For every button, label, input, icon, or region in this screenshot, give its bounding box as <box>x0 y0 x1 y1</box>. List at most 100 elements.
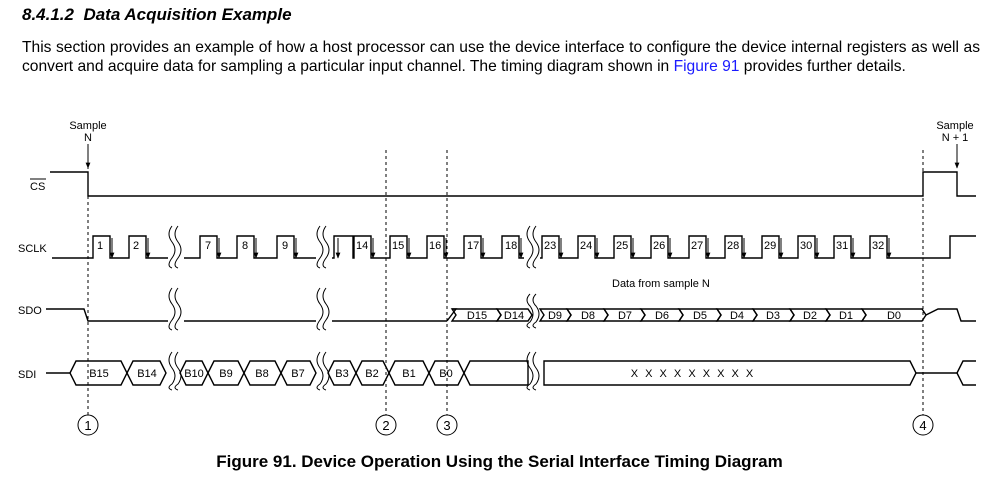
sdi-bit: B15 <box>89 368 109 380</box>
sclk-label-item: 7 <box>205 240 211 252</box>
marker-number: 4 <box>919 418 926 433</box>
sclk-seg-d <box>540 235 976 259</box>
marker-lines <box>87 150 924 415</box>
sclk-label-item: 14 <box>356 240 368 252</box>
sdi-bus-seg-2 <box>126 360 167 386</box>
sdi-bit: B0 <box>439 368 452 380</box>
sclk-label-item: 30 <box>800 240 812 252</box>
sclk-seg-c <box>332 235 524 259</box>
break-symbol <box>526 351 540 391</box>
sclk-label-item: 1 <box>97 240 103 252</box>
sclk-label-item: 2 <box>133 240 139 252</box>
sdo-bit: D7 <box>618 310 632 322</box>
sdo-bus-seg-12 <box>860 308 927 322</box>
sclk-label-item: 25 <box>616 240 628 252</box>
sdo-waveform <box>46 308 976 322</box>
sclk-label-item: 26 <box>653 240 665 252</box>
sclk-label-item: 27 <box>691 240 703 252</box>
sdi-waveform <box>46 360 976 386</box>
sdo-bit: D8 <box>581 310 595 322</box>
sdo-tail <box>925 308 976 322</box>
sclk-label: SCLK <box>18 243 47 255</box>
sdo-bit: D15 <box>467 310 487 322</box>
marker-number: 1 <box>84 418 91 433</box>
sdo-bit: D0 <box>887 310 901 322</box>
sample-n-label-line2: N <box>84 132 92 144</box>
sdi-bit: B9 <box>219 368 232 380</box>
sclk-label-item: 29 <box>764 240 776 252</box>
break-symbol <box>316 351 330 391</box>
sdi-label: SDI <box>18 369 36 381</box>
sdi-bit: B3 <box>335 368 348 380</box>
sclk-label-item: 18 <box>505 240 517 252</box>
marker-number: 2 <box>382 418 389 433</box>
sclk-label-item: 15 <box>392 240 404 252</box>
sdi-bit: B10 <box>184 368 204 380</box>
marker-circle-3 <box>436 414 458 436</box>
sdi-bus-seg-12 <box>543 360 917 386</box>
section-heading: 8.4.1.2 Data Acquisition Example <box>22 5 292 25</box>
sclk-seg-a <box>52 235 168 259</box>
section-number: 8.4.1.2 <box>22 5 74 24</box>
sclk-label-item: 24 <box>580 240 592 252</box>
break-symbol <box>316 225 330 269</box>
sdo-bit: D9 <box>548 310 562 322</box>
sdo-note: Data from sample N <box>612 278 710 290</box>
sdo-bus-seg-2 <box>495 308 533 322</box>
break-symbol <box>168 287 182 331</box>
sdo-bit: D14 <box>504 310 524 322</box>
marker-circle-2 <box>375 414 397 436</box>
cs-waveform <box>50 171 976 197</box>
break-symbol <box>316 287 330 331</box>
sdi-tail-bottom <box>956 372 976 386</box>
break-symbol <box>526 293 540 329</box>
sample-n1-label-line2: N + 1 <box>942 132 969 144</box>
sdi-bit: B7 <box>291 368 304 380</box>
sdi-dont-care: X X X X X X X X X <box>631 368 755 380</box>
sclk-label-item: 8 <box>242 240 248 252</box>
sdi-bus-seg-6 <box>280 360 317 386</box>
figure-91-link[interactable]: Figure 91 <box>673 58 740 75</box>
sclk-label-item: 28 <box>727 240 739 252</box>
sdo-label: SDO <box>18 305 42 317</box>
intro-paragraph: This section provides an example of how … <box>22 38 980 76</box>
sclk-seg-b <box>184 235 316 259</box>
sclk-label-item: 16 <box>429 240 441 252</box>
marker-circle-4 <box>912 414 934 436</box>
sdo-bits: D15 D14 D9 D8 D7 D6 D5 D4 D3 D2 D1 D0 <box>467 310 901 322</box>
break-symbol <box>526 225 540 269</box>
sdi-bit: B8 <box>255 368 268 380</box>
sdi-bits: B15 B14 B10 B9 B8 B7 B3 B2 B1 B0 <box>89 368 453 380</box>
sdo-bit: D1 <box>839 310 853 322</box>
sdi-bus-seg-11 <box>463 360 529 386</box>
sdo-seg-a <box>46 308 168 322</box>
sclk-label-item: 9 <box>282 240 288 252</box>
sdo-bit: D2 <box>803 310 817 322</box>
intro-text: This section provides an example of how … <box>22 39 980 75</box>
marker-circles <box>77 414 934 436</box>
figure-caption: Figure 91. Device Operation Using the Se… <box>216 452 783 471</box>
sdo-bit: D6 <box>655 310 669 322</box>
sclk-edge-arrows <box>109 238 892 259</box>
sdo-bit: D3 <box>766 310 780 322</box>
sdi-bit: B1 <box>402 368 415 380</box>
sdo-bit: D5 <box>693 310 707 322</box>
sclk-waveform <box>52 235 976 259</box>
break-symbol <box>168 351 182 391</box>
sample-n1-label-line1: Sample <box>936 120 973 132</box>
sdi-bit: B14 <box>137 368 157 380</box>
cs-label: CS <box>30 181 45 193</box>
break-symbol <box>168 225 182 269</box>
sclk-labels: 1 2 7 8 9 14 15 16 17 18 23 24 25 26 27 … <box>97 240 884 252</box>
sclk-label-item: 31 <box>836 240 848 252</box>
section-title: Data Acquisition Example <box>83 5 292 24</box>
sclk-label-item: 17 <box>467 240 479 252</box>
sdi-tail-top <box>956 360 976 374</box>
sdo-bit: D4 <box>730 310 744 322</box>
sclk-label-item: 23 <box>544 240 556 252</box>
sample-n-label-line1: Sample <box>69 120 106 132</box>
intro-text-end: provides further details. <box>739 58 906 75</box>
marker-number: 3 <box>443 418 450 433</box>
sclk-label-item: 32 <box>872 240 884 252</box>
